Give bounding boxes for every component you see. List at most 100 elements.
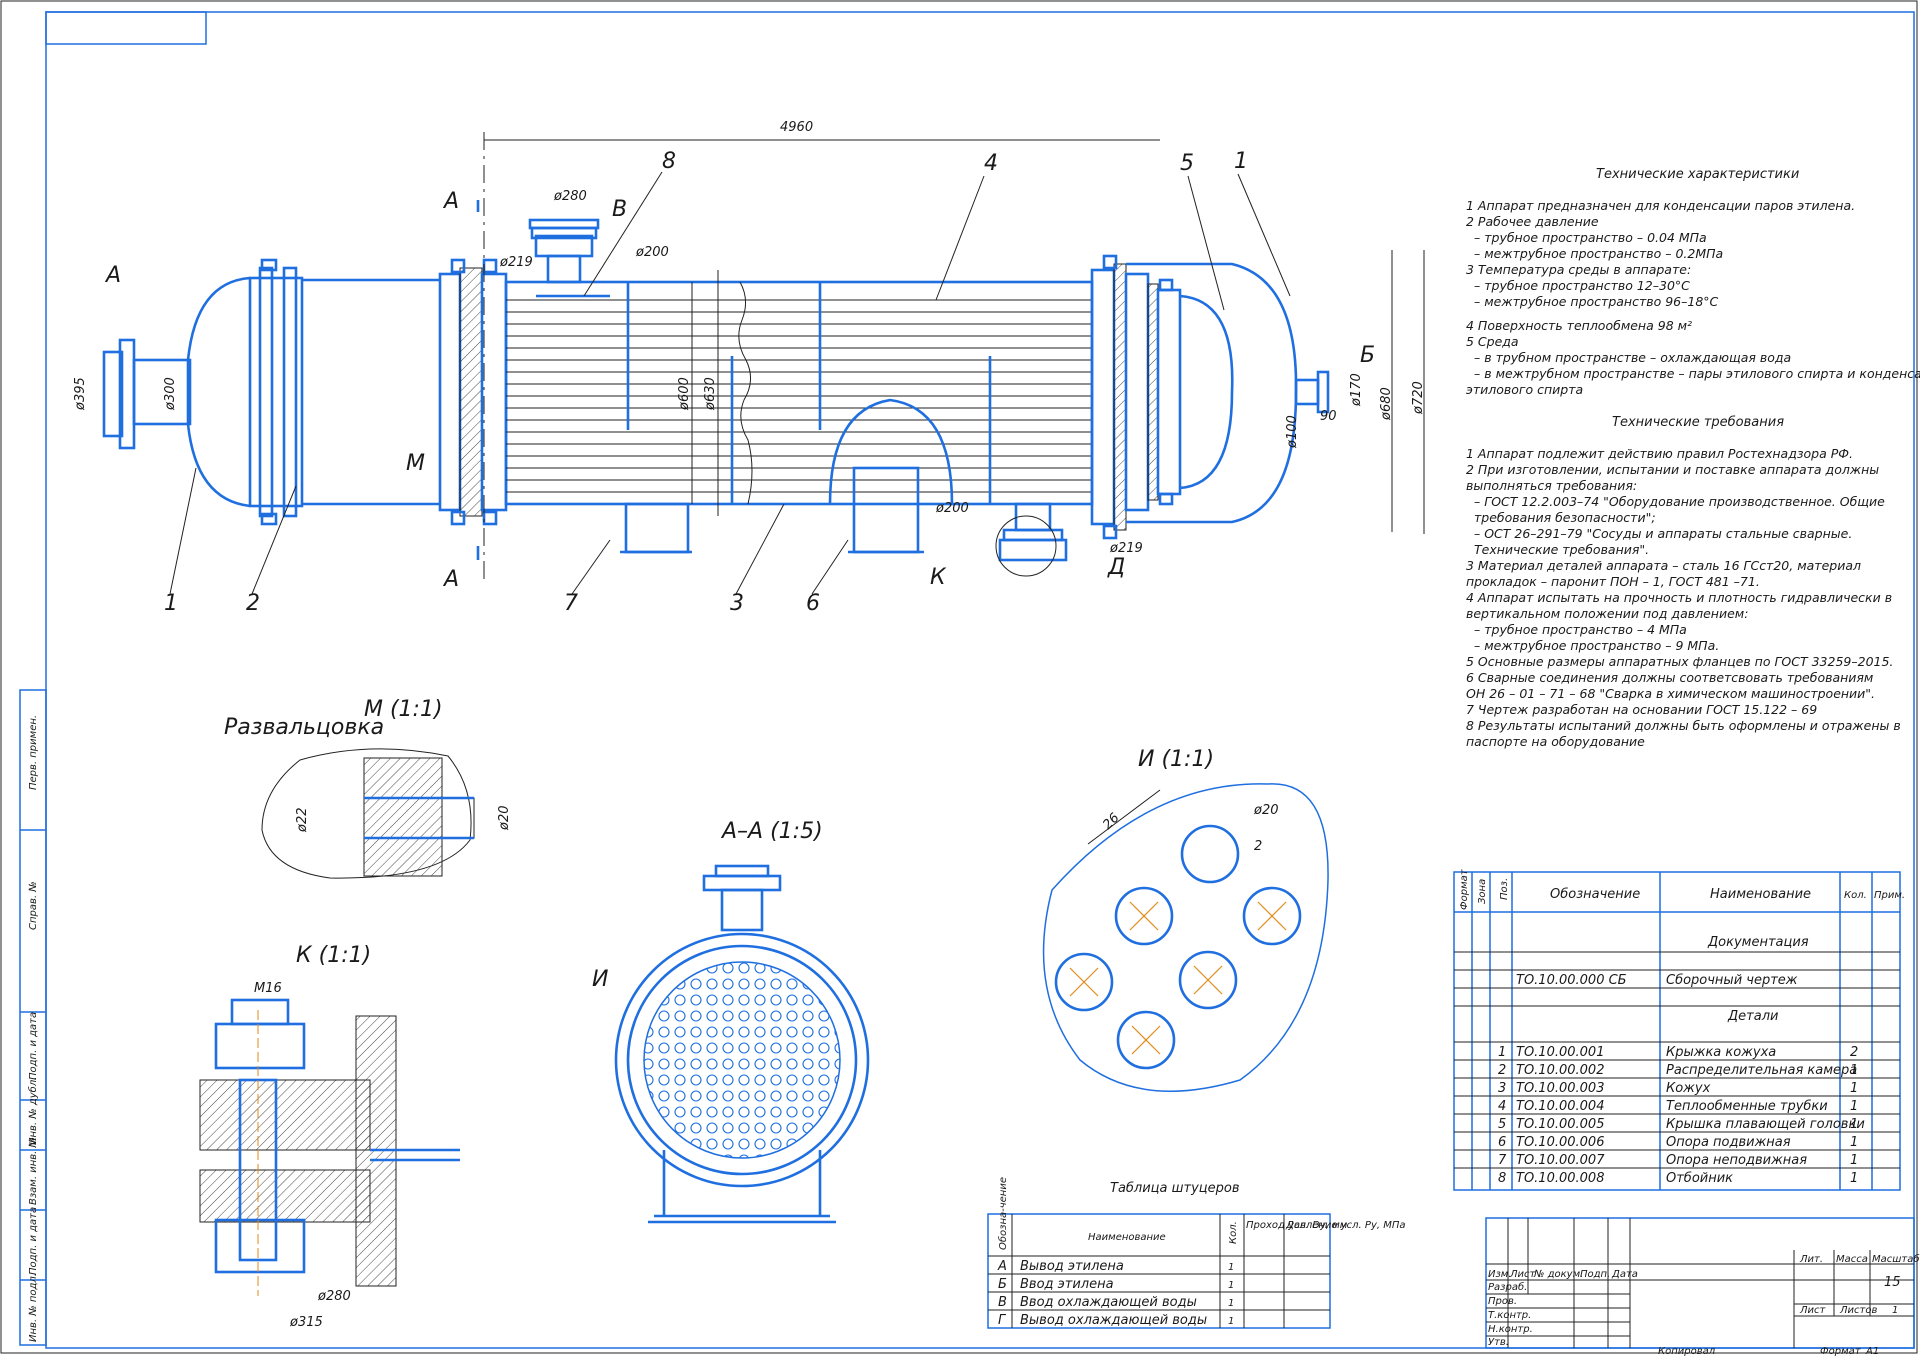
tech-req-line: 6 Сварные соединения должны соответсвова… bbox=[1466, 670, 1873, 685]
stamp-text: Справ. № bbox=[28, 881, 39, 930]
callout-a: А bbox=[104, 263, 121, 288]
tech-req-line: – ОСТ 26–291–79 "Сосуды и аппараты сталь… bbox=[1474, 526, 1852, 541]
view-i: И (1:1) 26 ø20 2 bbox=[1042, 747, 1329, 1092]
tech-req-line: 8 Результаты испытаний должны быть оформ… bbox=[1466, 718, 1901, 733]
main-view: 4960 bbox=[73, 120, 1426, 616]
nozzle-qty: 1 bbox=[1228, 1298, 1234, 1309]
spec-qty: 1 bbox=[1850, 1081, 1858, 1096]
pos-6: 6 bbox=[806, 591, 820, 616]
spec-name: Теплообменные трубки bbox=[1666, 1099, 1828, 1114]
spec-qty: 1 bbox=[1850, 1099, 1858, 1114]
tech-req-line: паспорте на оборудование bbox=[1466, 734, 1645, 749]
distribution-chamber bbox=[248, 276, 304, 508]
spec-h-note: Прим. bbox=[1874, 890, 1905, 901]
spec-name: Отбойник bbox=[1666, 1171, 1733, 1186]
tech-char-line: этилового спирта bbox=[1466, 382, 1583, 397]
pos-1-left: 1 bbox=[164, 591, 178, 616]
tech-char-line: 1 Аппарат предназначен для конденсации п… bbox=[1466, 198, 1855, 213]
nozzle-mark: Б bbox=[998, 1277, 1007, 1292]
spec-qty: 1 bbox=[1850, 1171, 1858, 1186]
nozzle-mark: Г bbox=[998, 1313, 1007, 1328]
nozzle-name: Вывод охлаждающей воды bbox=[1020, 1313, 1207, 1328]
tech-req-line: прокладок – паронит ПОН – 1, ГОСТ 481 –7… bbox=[1466, 574, 1760, 589]
spec-h-qty: Кол. bbox=[1844, 890, 1867, 901]
dim-200b: ø200 bbox=[935, 501, 969, 516]
spec-pos: 7 bbox=[1498, 1153, 1507, 1168]
tb-data: Дата bbox=[1611, 1269, 1638, 1280]
stamp-text: Взам. инв. № bbox=[28, 1137, 39, 1205]
spec-designation: ТО.10.00.002 bbox=[1516, 1063, 1604, 1078]
tech-req-line: 1 Аппарат подлежит действию правил Росте… bbox=[1466, 446, 1853, 461]
dim-219b: ø219 bbox=[1109, 541, 1143, 556]
stamp-text: Подп. и дата bbox=[28, 1012, 39, 1080]
tb-format-val: А1 bbox=[1865, 1346, 1879, 1356]
nozzle-name: Ввод охлаждающей воды bbox=[1020, 1295, 1197, 1310]
view-k-title: К (1:1) bbox=[296, 943, 371, 968]
view-a-a: А–А (1:5) И bbox=[592, 819, 870, 1224]
pos-3: 3 bbox=[730, 591, 744, 616]
view-aa-title: А–А (1:5) bbox=[720, 819, 823, 844]
callout-i: И bbox=[592, 967, 608, 992]
nozzle-name: Вывод этилена bbox=[1020, 1259, 1124, 1274]
view-k-d315: ø315 bbox=[289, 1315, 323, 1330]
tb-podp: Подп. bbox=[1580, 1269, 1610, 1280]
tb-sheet: Лист bbox=[1799, 1305, 1827, 1316]
spec-h-designation: Обозначение bbox=[1550, 887, 1640, 902]
tech-char-line: 4 Поверхность теплообмена 98 м² bbox=[1466, 318, 1692, 333]
tech-req-line: 7 Чертеж разработан на основании ГОСТ 15… bbox=[1466, 702, 1817, 717]
tech-char-line: 3 Температура среды в аппарате: bbox=[1466, 262, 1691, 277]
section-mark-bottom: А bbox=[442, 567, 459, 592]
tech-req-line: – ГОСТ 12.2.003–74 "Оборудование произво… bbox=[1474, 494, 1885, 509]
nozzle-mark: В bbox=[998, 1295, 1007, 1310]
tech-req-line: 5 Основные размеры аппаратных фланцев по… bbox=[1466, 654, 1893, 669]
spec-section-docs: Документация bbox=[1707, 935, 1809, 950]
stamp-text: Подп. и дата bbox=[28, 1207, 39, 1275]
tb-list: Лист bbox=[1509, 1269, 1537, 1280]
nozzle-h-pu: Давление усл. Pу, МПа bbox=[1285, 1220, 1406, 1231]
view-i-title: И (1:1) bbox=[1138, 747, 1214, 772]
tb-kopiroval: Копировал bbox=[1658, 1346, 1716, 1356]
tech-req-line: Технические требования". bbox=[1474, 542, 1649, 557]
nozzle-v bbox=[528, 218, 610, 298]
tb-scale: Масштаб bbox=[1872, 1253, 1920, 1265]
spec-designation: ТО.10.00.008 bbox=[1516, 1171, 1604, 1186]
tech-req-title: Технические требования bbox=[1612, 415, 1784, 430]
spec-designation: ТО.10.00.003 bbox=[1516, 1081, 1604, 1096]
nozzle-qty: 1 bbox=[1228, 1280, 1234, 1291]
view-m: М (1:1) Развальцовка ø22 ø20 bbox=[224, 697, 512, 879]
pos-7: 7 bbox=[564, 591, 578, 616]
spec-name: Распределительная камера bbox=[1666, 1063, 1857, 1078]
overall-dimension: 4960 bbox=[780, 120, 813, 135]
spec-pos: 2 bbox=[1498, 1063, 1506, 1078]
spec-designation: ТО.10.00.005 bbox=[1516, 1117, 1604, 1132]
tb-format: Формат bbox=[1820, 1346, 1862, 1356]
spec-section-parts: Детали bbox=[1727, 1009, 1778, 1024]
tb-prov: Пров. bbox=[1488, 1296, 1517, 1307]
stamp-text: Инв. № подл. bbox=[28, 1273, 39, 1342]
shell bbox=[504, 280, 1094, 506]
tech-req-line: ОН 26 – 01 – 71 – 68 "Сварка в химическо… bbox=[1466, 686, 1875, 701]
spec-doc-designation: ТО.10.00.000 СБ bbox=[1516, 973, 1627, 988]
spec-designation: ТО.10.00.007 bbox=[1516, 1153, 1605, 1168]
tech-char-line: – трубное пространство 12–30°С bbox=[1474, 278, 1690, 293]
spec-name: Кожух bbox=[1666, 1081, 1711, 1096]
left-head bbox=[186, 276, 251, 508]
spec-table: Формат Зона Поз. Обозначение Наименовани… bbox=[1453, 868, 1905, 1191]
dim-300: ø300 bbox=[163, 377, 178, 411]
callout-b: Б bbox=[1360, 343, 1375, 368]
nozzle-qty: 1 bbox=[1228, 1316, 1234, 1327]
tb-sheets-val: 1 bbox=[1892, 1305, 1898, 1316]
callout-k: К bbox=[930, 565, 947, 590]
tech-char-line: 2 Рабочее давление bbox=[1466, 214, 1599, 229]
tb-tkontr: Т.контр. bbox=[1488, 1310, 1531, 1321]
dim-100: ø100 bbox=[1285, 415, 1300, 449]
sliding-support bbox=[852, 466, 920, 554]
spec-qty: 2 bbox=[1850, 1045, 1858, 1060]
dim-200: ø200 bbox=[635, 245, 669, 260]
nozzle-h-name: Наименование bbox=[1088, 1232, 1166, 1243]
floating-head-cover bbox=[1179, 294, 1234, 490]
nozzle-h-qty: Кол. bbox=[1228, 1221, 1239, 1244]
spec-name: Крыжка кожуха bbox=[1666, 1045, 1776, 1060]
dim-600: ø600 bbox=[677, 377, 692, 411]
